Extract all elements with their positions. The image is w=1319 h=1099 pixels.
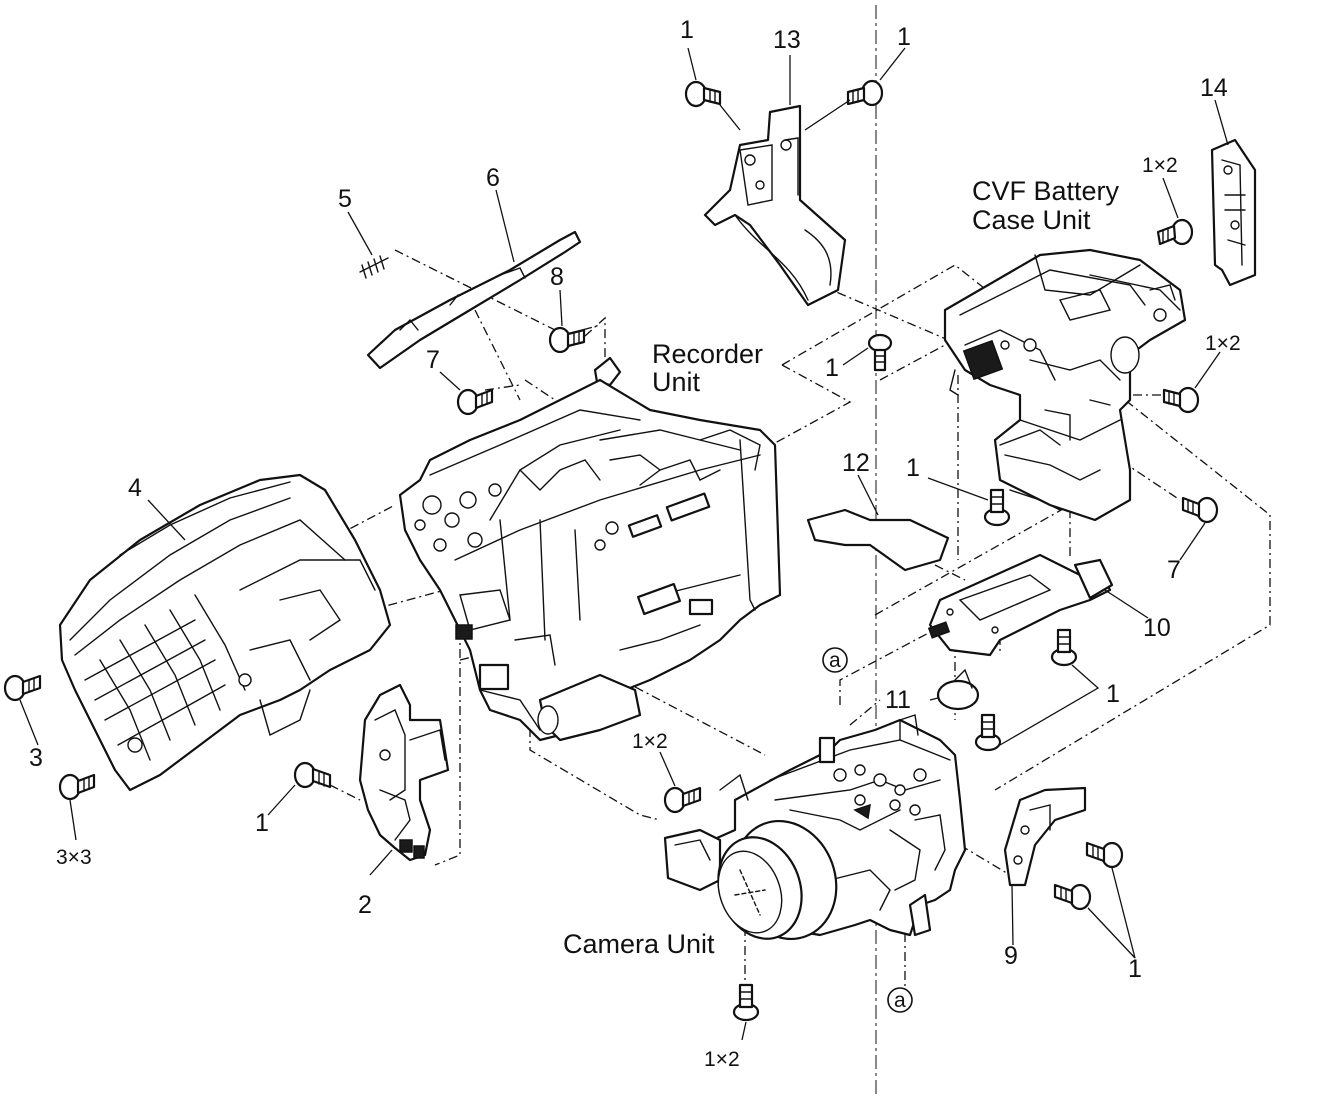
callout-8: 8: [550, 263, 564, 291]
screw-1x2-camera-top: [663, 786, 702, 814]
screw-1-part9-top: [1085, 841, 1124, 869]
screw-3: [3, 674, 42, 702]
part-11-button-cell: [936, 668, 980, 711]
callout-5: 5: [338, 185, 352, 213]
callout-10: 10: [1143, 614, 1171, 642]
screw-1-top-left: [684, 80, 722, 108]
recorder-unit: [398, 378, 782, 742]
label-camera-unit: Camera Unit: [563, 929, 715, 959]
callout-1-bottom-right: 1: [1128, 955, 1142, 983]
callout-1x2-cvf-top: 1×2: [1142, 154, 1178, 177]
part-6-lever: [366, 230, 582, 370]
screw-1-top-right: [846, 79, 884, 107]
screw-1x2-cvf-right: [1162, 386, 1200, 414]
callout-7-left: 7: [426, 346, 440, 374]
label-recorder-unit-2: Unit: [652, 367, 701, 397]
callout-11: 11: [885, 686, 911, 714]
callout-1x2-cvf-right: 1×2: [1205, 332, 1241, 355]
screw-1x2-cvf-top: [1156, 218, 1194, 246]
ref-a-bottom: a: [894, 989, 906, 1012]
callout-3x3: 3×3: [56, 846, 92, 869]
callout-13: 13: [773, 26, 801, 54]
callout-1-recorder: 1: [825, 354, 839, 382]
ref-a-mid: a: [829, 649, 841, 672]
callout-1-board: 1: [1106, 680, 1120, 708]
callout-2: 2: [358, 891, 372, 919]
callout-7-right: 7: [1167, 556, 1181, 584]
screw-7-right: [1181, 496, 1219, 524]
callout-9: 9: [1004, 942, 1018, 970]
screw-7-left: [456, 388, 494, 416]
callout-4: 4: [128, 474, 142, 502]
callout-1-mid: 1: [906, 454, 920, 482]
callout-1-top-left: 1: [680, 16, 694, 44]
callout-1-bracket: 1: [255, 809, 269, 837]
label-cvf-battery-case-2: Case Unit: [972, 205, 1091, 235]
part-4-grip-housing: [58, 473, 392, 792]
ref-a-mid-circle: [822, 647, 848, 673]
callout-12: 12: [842, 449, 870, 477]
screw-1-mid-board: [983, 488, 1011, 527]
screw-1x2-camera-bottom: [732, 983, 760, 1022]
callout-1x2-camera-bottom: 1×2: [704, 1048, 740, 1071]
callout-6: 6: [486, 164, 500, 192]
part-10-board: [927, 553, 1114, 657]
callout-14: 14: [1200, 74, 1228, 102]
ref-a-bottom-circle: [887, 987, 913, 1013]
screw-1-mid-vertical: [867, 333, 893, 372]
part-9-bracket: [1003, 786, 1087, 887]
screw-8: [548, 326, 586, 354]
camera-lens: [717, 819, 838, 941]
callout-1x2-camera-top: 1×2: [632, 730, 668, 753]
screw-1-part9-bottom: [1053, 883, 1092, 911]
part-13-bracket: [703, 104, 847, 307]
screw-1-bracket: [293, 761, 332, 789]
callout-3: 3: [29, 744, 43, 772]
screw-3x3: [58, 773, 96, 801]
cvf-battery-case-unit: [943, 248, 1187, 522]
callout-1-top-right: 1: [897, 23, 911, 51]
label-cvf-battery-case-1: CVF Battery: [972, 176, 1120, 206]
label-recorder-unit-1: Recorder: [652, 339, 763, 369]
screw-1-board-lower-2: [974, 713, 1002, 752]
part-2-side-bracket: [358, 683, 450, 862]
part-14-side-plate: [1210, 138, 1257, 287]
part-8-clip: [593, 356, 622, 387]
screw-1-board-lower: [1050, 628, 1078, 667]
part-5-spring: [359, 255, 389, 279]
part-12-flex-cable: [806, 508, 950, 572]
